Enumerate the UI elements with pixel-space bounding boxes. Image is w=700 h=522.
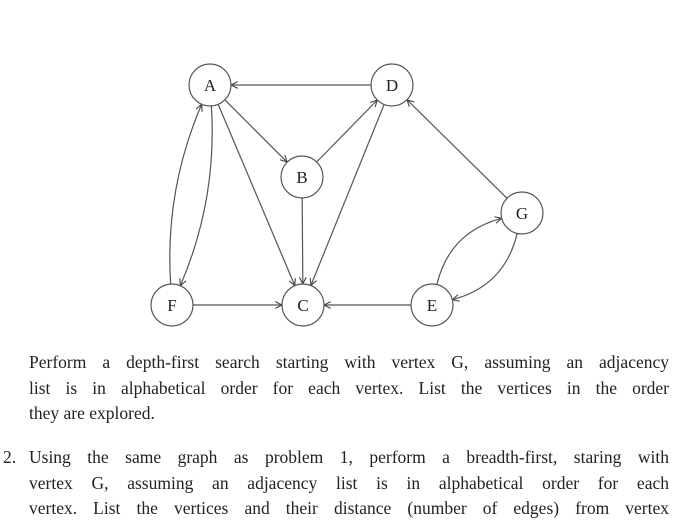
node-circle [150,283,194,327]
node-circle [370,63,414,107]
node-label: C [297,296,308,315]
node-F: F [150,283,194,327]
node-label: B [296,168,307,187]
problem-2-line: vertex. List the vertices and their dist… [29,498,669,518]
edge-F-to-A [169,104,202,285]
edge-D-to-C [311,104,385,285]
edge-A-to-C [217,104,295,285]
node-circle [500,191,544,235]
node-circle [410,283,454,327]
edge-G-to-E [452,233,518,299]
directed-graph-diagram: A B C D E F G [150,63,544,327]
node-circle [280,155,324,199]
problem-1-line: list is in alphabetical order for each v… [29,377,669,398]
problem-2-line: vertex G, assuming an adjacency list is … [29,472,669,493]
edge-B-to-C [302,197,303,284]
node-circle [188,63,232,107]
node-label: F [167,296,176,315]
node-A: A [188,63,232,107]
problem-1-line: they are explored. [29,403,155,423]
problem-2-number: 2. [3,447,17,467]
problem-1-text: Perform a depth-first search starting wi… [29,350,669,427]
node-B: B [280,155,324,199]
node-label: E [427,296,437,315]
node-D: D [370,63,414,107]
edge-G-to-D [407,100,508,199]
node-label: D [386,76,398,95]
edge-A-to-B [224,99,287,162]
node-label: A [204,76,217,95]
node-E: E [410,283,454,327]
node-G: G [500,191,544,235]
node-circle [281,283,325,327]
problem-2-line: Using the same graph as problem 1, perfo… [29,447,669,467]
problem-1-line: Perform a depth-first search starting wi… [29,352,669,372]
node-C: C [281,283,325,327]
problem-2-text: Using the same graph as problem 1, perfo… [29,445,669,522]
edge-E-to-G [436,218,502,285]
edge-B-to-D [316,100,378,163]
edge-A-to-F [180,105,213,286]
node-label: G [516,204,528,223]
